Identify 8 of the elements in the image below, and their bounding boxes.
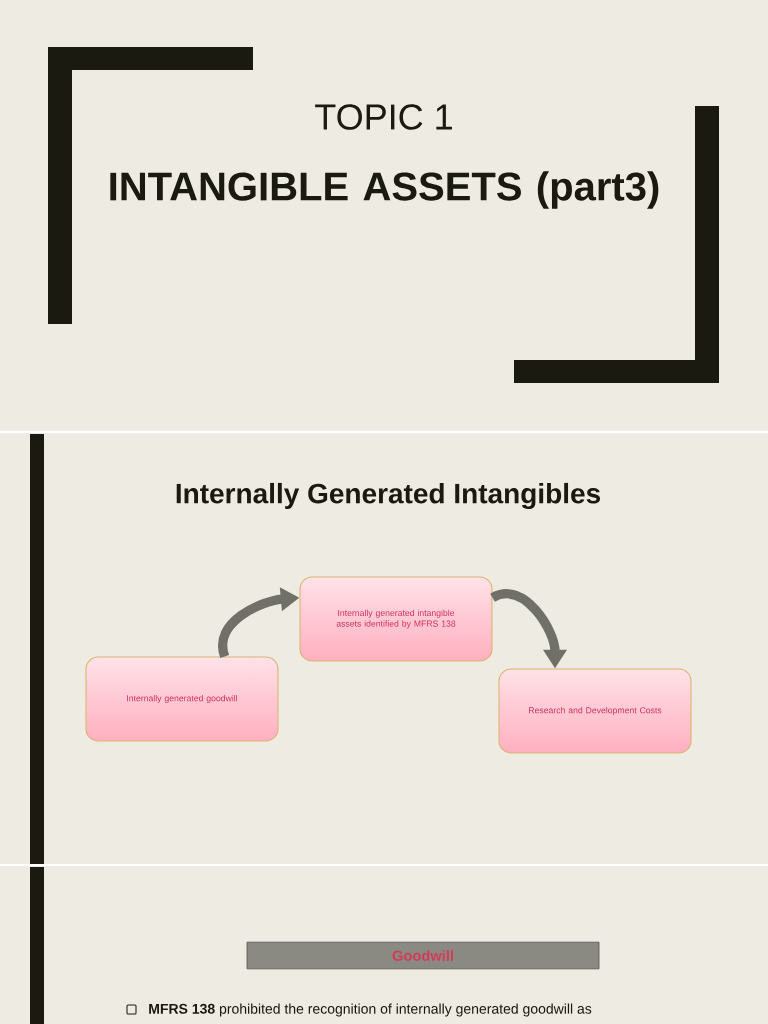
title: TOPIC 1 [315,104,452,130]
process-box: Internally generated goodwill [85,656,279,742]
title: INTANGIBLE ASSETS (part3) [110,171,659,209]
slide-heading: Internally Generated Intangibles [176,482,600,510]
process-box: Internally generated intangible assets identified by MFRS 138 [299,576,493,662]
bullet-text: MFRS 138 prohibited the recognition of internally generated goodwill as [149,1003,592,1017]
process-box: Research and Development Costs [498,668,692,754]
heading-bar: Goodwill [246,941,600,970]
